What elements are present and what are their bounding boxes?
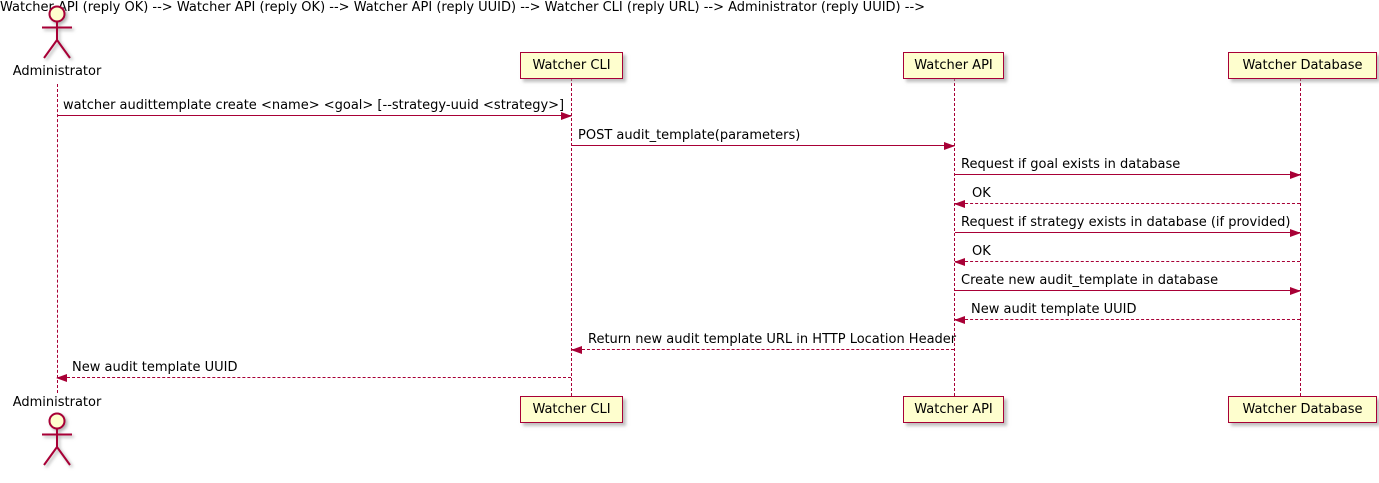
arrowhead-left-icon xyxy=(56,374,67,382)
message-line xyxy=(57,377,571,378)
message-line xyxy=(955,203,1300,204)
message-1-create-audittemplate: watcher audittemplate create <name> <goa… xyxy=(57,97,572,120)
message-3-request-goal-exists: Request if goal exists in database xyxy=(955,156,1301,179)
participant-box-watcher-api-bottom: Watcher API xyxy=(903,396,1004,423)
arrowhead-right-icon xyxy=(944,142,955,150)
message-label: New audit template UUID xyxy=(971,302,1137,317)
participant-box-watcher-cli-top: Watcher CLI xyxy=(520,52,623,79)
lifeline-watcher-database xyxy=(1300,78,1301,396)
arrowhead-left-icon xyxy=(954,316,965,324)
participant-label: Watcher Database xyxy=(1242,402,1363,417)
participant-label: Watcher API xyxy=(914,402,993,417)
message-label: Request if strategy exists in database (… xyxy=(961,215,1291,230)
message-label: OK xyxy=(972,186,991,201)
message-2-post-audit-template: POST audit_template(parameters) xyxy=(572,127,955,150)
message-line xyxy=(955,319,1300,320)
participant-box-watcher-api-top: Watcher API xyxy=(903,52,1004,79)
message-5-request-strategy-exists: Request if strategy exists in database (… xyxy=(955,214,1301,237)
actor-label-administrator-top: Administrator xyxy=(12,64,102,79)
arrowhead-right-icon xyxy=(1290,287,1301,295)
message-line xyxy=(955,232,1300,233)
participant-label: Watcher CLI xyxy=(532,402,611,417)
stick-figure-icon xyxy=(42,5,72,59)
arrowhead-right-icon xyxy=(561,112,572,120)
message-line xyxy=(57,115,571,116)
message-line xyxy=(572,145,954,146)
participant-box-watcher-cli-bottom: Watcher CLI xyxy=(520,396,623,423)
message-label: OK xyxy=(972,244,991,259)
message-label: New audit template UUID xyxy=(72,360,238,375)
message-label: watcher audittemplate create <name> <goa… xyxy=(63,98,565,113)
lifeline-watcher-api xyxy=(954,78,955,396)
message-line xyxy=(955,174,1300,175)
message-label: POST audit_template(parameters) xyxy=(578,128,801,143)
message-10-new-audit-template-uuid: New audit template UUID xyxy=(56,359,571,382)
message-label: Return new audit template URL in HTTP Lo… xyxy=(588,332,957,347)
message-4-ok-reply: OK xyxy=(954,185,1300,208)
participant-label: Watcher CLI xyxy=(532,58,611,73)
message-9-return-url-location-header: Return new audit template URL in HTTP Lo… xyxy=(571,331,957,354)
arrowhead-left-icon xyxy=(954,200,965,208)
participant-box-watcher-database-top: Watcher Database xyxy=(1228,52,1377,79)
actor-label-administrator-bottom: Administrator xyxy=(12,395,102,410)
stick-figure-icon xyxy=(42,412,72,466)
actor-icon-administrator-bottom xyxy=(35,411,79,469)
participant-box-watcher-database-bottom: Watcher Database xyxy=(1228,396,1377,423)
message-6-ok-reply: OK xyxy=(954,243,1300,266)
message-line xyxy=(955,290,1300,291)
lifeline-administrator xyxy=(57,84,58,393)
arrowhead-right-icon xyxy=(1290,171,1301,179)
actor-icon-administrator-top xyxy=(35,4,79,62)
message-8-new-audit-template-uuid: New audit template UUID xyxy=(954,301,1300,324)
message-label: Request if goal exists in database xyxy=(961,157,1181,172)
arrowhead-left-icon xyxy=(954,258,965,266)
lifeline-watcher-cli xyxy=(571,78,572,396)
message-label: Create new audit_template in database xyxy=(961,273,1219,288)
arrowhead-left-icon xyxy=(571,346,582,354)
message-line xyxy=(572,349,954,350)
participant-label: Watcher API xyxy=(914,58,993,73)
arrowhead-right-icon xyxy=(1290,229,1301,237)
message-line xyxy=(955,261,1300,262)
participant-label: Watcher Database xyxy=(1242,58,1363,73)
message-7-create-audit-template: Create new audit_template in database xyxy=(955,272,1301,295)
